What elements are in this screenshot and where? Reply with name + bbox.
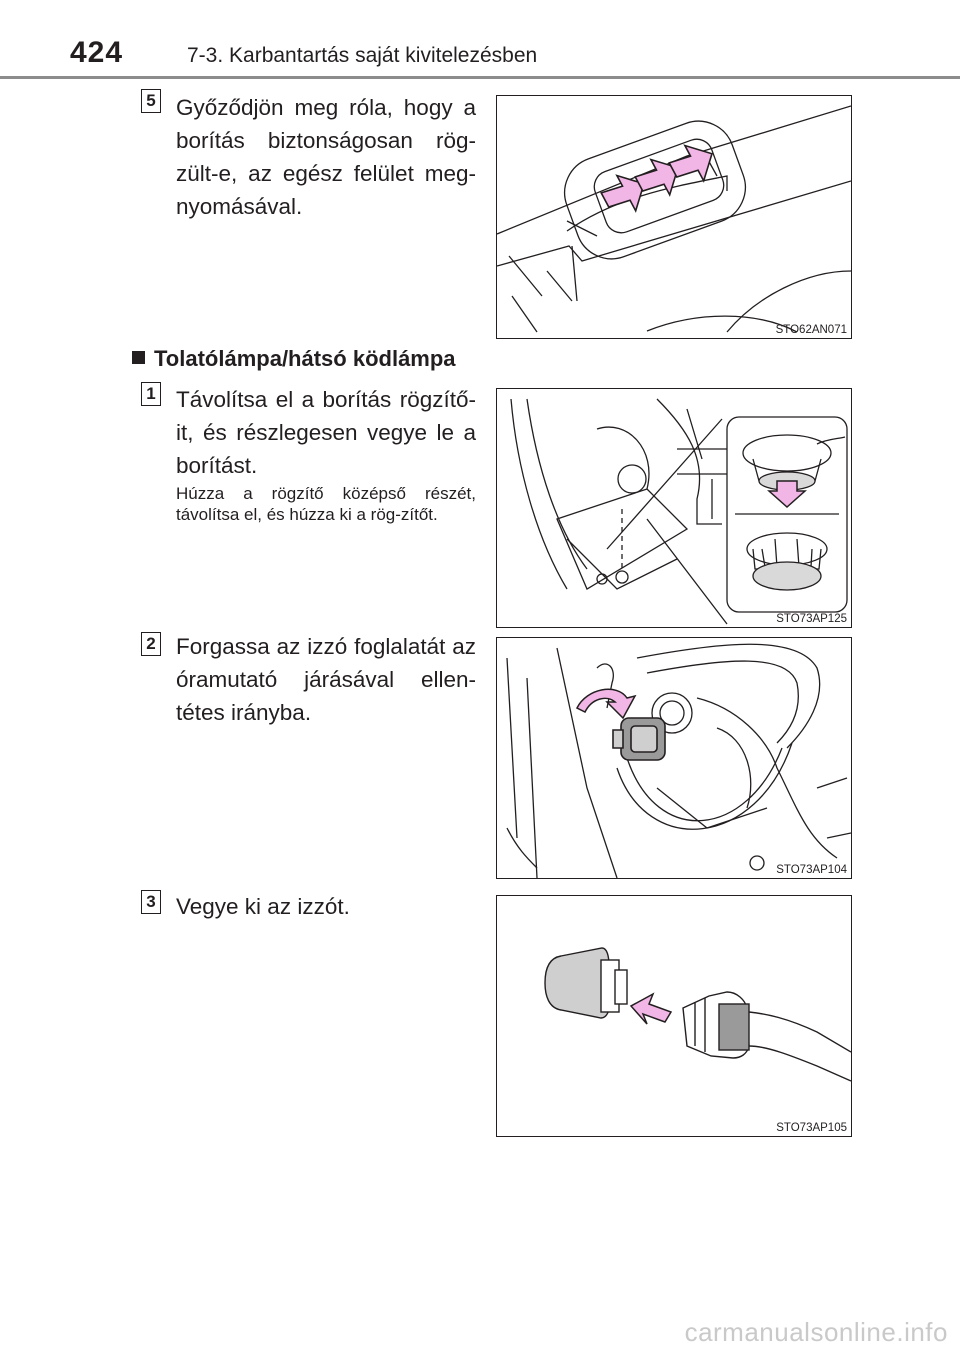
step-2-text: Forgassa az izzó foglalatát az óramutató… <box>176 634 476 725</box>
square-bullet-icon <box>132 351 145 364</box>
step-number-2: 2 <box>141 632 161 656</box>
figure-rotate-socket: STO73AP104 <box>496 637 852 879</box>
figure-remove-bulb: STO73AP105 <box>496 895 852 1137</box>
section-title: 7-3. Karbantartás saját kivitelezésben <box>187 44 538 67</box>
figure-code: STO73AP104 <box>776 864 847 876</box>
page-number: 424 <box>70 36 124 69</box>
subheading-text: Tolatólámpa/hátsó ködlámpa <box>154 346 456 371</box>
cover-press-illustration <box>497 105 851 333</box>
watermark-logo: carmanualsonline.info <box>684 1317 948 1347</box>
step-5-text: Győződjön meg róla, hogy a borítás bizto… <box>176 95 476 219</box>
figure-cover-press: STO62AN071 <box>496 95 852 339</box>
step-3-text: Vegye ki az izzót. <box>176 894 350 919</box>
step-1-note: Húzza a rögzítő középső részét, távolíts… <box>176 484 476 524</box>
figure-code: STO62AN071 <box>775 324 847 336</box>
page-header: 424 7-3. Karbantartás saját kivitelezésb… <box>0 0 960 80</box>
figure-code: STO73AP125 <box>776 613 847 625</box>
step-number-1: 1 <box>141 382 161 406</box>
remove-bulb-illustration <box>544 947 851 1082</box>
step-number-3: 3 <box>141 890 161 914</box>
remove-clip-illustration <box>510 398 848 625</box>
step-number-5: 5 <box>141 89 161 113</box>
header-divider <box>0 76 960 79</box>
step-1-text: Távolítsa el a borítás rögzítő-it, és ré… <box>176 387 476 478</box>
figure-remove-clip: STO73AP125 <box>496 388 852 628</box>
subheading: Tolatólámpa/hátsó ködlámpa <box>132 346 456 372</box>
figure-code: STO73AP105 <box>776 1122 847 1134</box>
rotate-socket-illustration <box>506 643 851 878</box>
